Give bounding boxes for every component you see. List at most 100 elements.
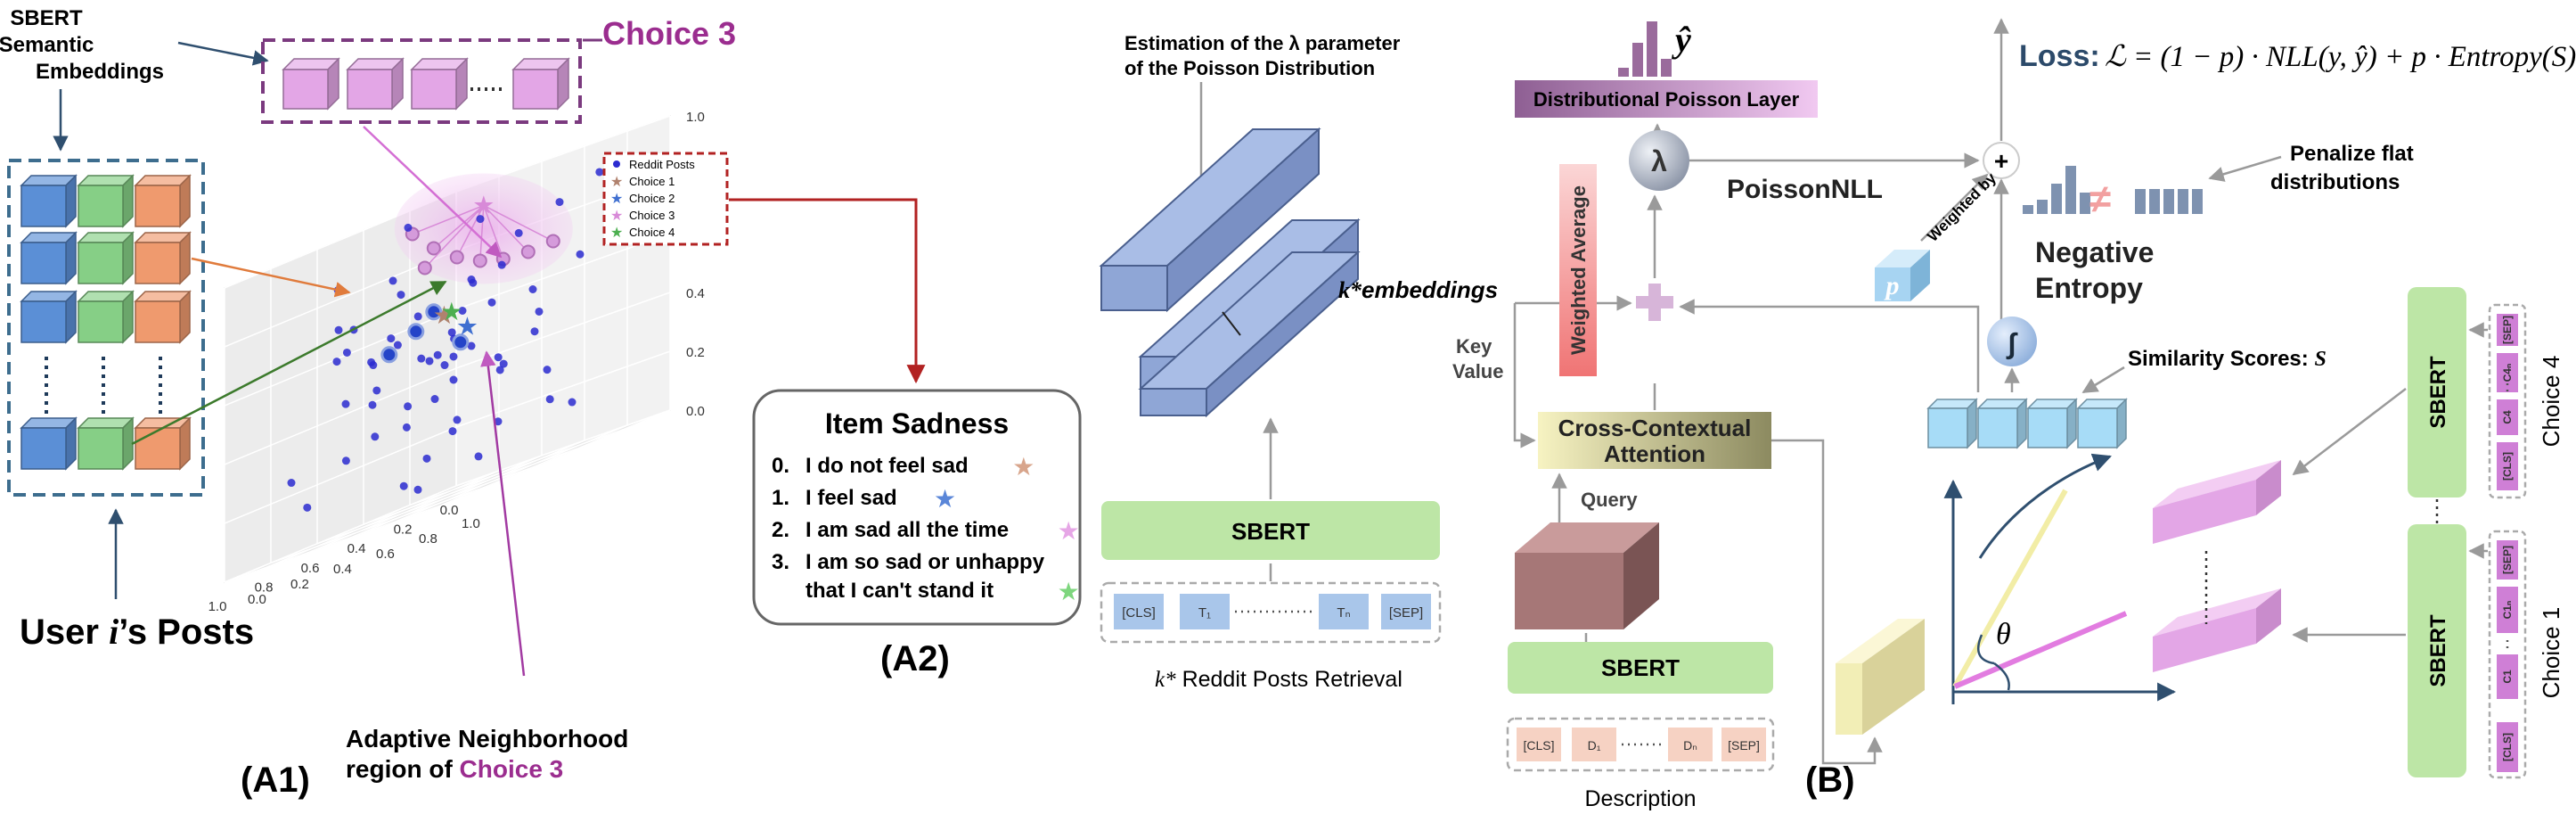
token-label: [CLS]	[2501, 452, 2514, 481]
item-number: 0.	[772, 454, 789, 478]
panel-a1-label: (A1)	[241, 761, 310, 800]
reddit-post-point	[287, 479, 296, 488]
token-label: D₁	[1588, 738, 1601, 752]
item-text: I am so sad or unhappy	[806, 550, 1045, 574]
reddit-post-point	[342, 348, 351, 357]
orange-embedding-arrow	[191, 257, 351, 298]
panel-b-label: (B)	[1805, 761, 1855, 800]
item-sadness-card	[752, 389, 1082, 626]
z-tick-label: 1.0	[686, 110, 705, 125]
attention-to-desc-vector	[1771, 439, 1883, 765]
neighborhood-label-line1: Adaptive Neighborhood	[346, 725, 628, 752]
reddit-post-point	[499, 359, 508, 368]
reddit-post-point	[568, 398, 577, 407]
y-tick-label: 0.0	[248, 592, 266, 607]
user-embedding-cube	[77, 231, 135, 285]
x-tick-label: 0.2	[394, 522, 413, 538]
token-box	[2497, 722, 2518, 772]
grid-line	[455, 233, 671, 310]
entropy-comparison-bars	[2023, 166, 2203, 214]
loss-label: Loss:	[2019, 39, 2100, 73]
reddit-post-point	[449, 352, 458, 361]
legend-choice2: Choice 2	[629, 192, 675, 205]
choice3-cube	[346, 57, 405, 111]
token-box	[1517, 728, 1561, 761]
grid-line	[395, 424, 628, 522]
reddit-post-point	[404, 402, 413, 411]
reddit-post-point	[372, 386, 381, 395]
reddit-post-point	[422, 454, 431, 463]
lambda-node	[1629, 130, 1689, 191]
neighbor-point	[472, 253, 487, 268]
grid-line	[438, 409, 671, 507]
angle-diagram	[1943, 453, 2177, 704]
peaked-bar	[2051, 184, 2062, 214]
similarity-cube	[2076, 398, 2128, 449]
item-sadness-list: 0.I do not feel sad★1.I feel sad★2.I am …	[772, 453, 1080, 605]
grid-line	[224, 506, 439, 583]
token-label: C1ₙ	[2501, 601, 2514, 620]
peaked-bar	[2065, 166, 2076, 214]
choice3-cube	[410, 57, 469, 111]
choice1-embedding-slab	[2153, 588, 2281, 672]
token-label: [SEP]	[1728, 738, 1760, 752]
weighted-average-label: Weighted Average	[1567, 185, 1590, 355]
user-embedding-cube	[134, 231, 192, 285]
peaked-bar	[2023, 205, 2033, 214]
k-post-embedding-slabs	[1099, 127, 1361, 418]
neighborhood-spoke	[412, 204, 485, 235]
slab-connector	[1222, 311, 1241, 336]
neighborhood-spoke	[424, 204, 485, 268]
poisson-nll-label: PoissonNLL	[1727, 175, 1883, 204]
reddit-post-point	[474, 452, 483, 461]
neighbor-point	[449, 250, 464, 265]
x-tick-label: 0.0	[440, 503, 459, 518]
reddit-post-point	[448, 427, 457, 436]
reddit-post-point	[487, 298, 496, 307]
weighted-sum-plus	[1636, 284, 1673, 321]
peaked-bar	[2037, 200, 2048, 214]
user-embedding-cube	[20, 231, 78, 285]
scatter-legend: Reddit Posts ★ Choice 1 ★ Choice 2 ★ Cho…	[602, 152, 729, 246]
loss-plus-node	[1983, 142, 2020, 179]
token-label: Dₙ	[1683, 738, 1697, 752]
reddit-post-point	[404, 223, 413, 232]
token-label: [CLS]	[2501, 733, 2514, 761]
green-embedding-arrow	[131, 280, 447, 446]
flat-bar	[2163, 189, 2174, 214]
reddit-post-point	[430, 395, 439, 404]
not-equal-sign: ≠	[2089, 177, 2111, 221]
x-tick-label: 0.6	[301, 561, 320, 576]
posts-sbert-label: SBERT	[1231, 518, 1310, 545]
similarity-to-plus-line	[1679, 299, 1980, 392]
choice4-label: Choice 4	[2538, 356, 2564, 448]
user-embedding-cube	[134, 416, 192, 471]
value-label: Value	[1452, 360, 1503, 382]
reddit-post-point	[368, 400, 377, 409]
reddit-post-point	[402, 423, 411, 432]
user-embedding-cube	[20, 290, 78, 344]
neighborhood-spoke	[456, 205, 485, 258]
neighborhood-spoke	[433, 204, 485, 250]
p-symbol: p	[1884, 271, 1900, 300]
posts-sbert-block	[1101, 501, 1440, 560]
desc-sbert-block	[1508, 642, 1773, 694]
panel-a2-label: (A2)	[880, 639, 950, 678]
legend-choice1-star: ★	[610, 175, 623, 190]
reddit-post-point	[413, 312, 422, 321]
reddit-post-point	[494, 353, 503, 362]
neighborhood-arrow	[480, 350, 526, 677]
item-number: 2.	[772, 518, 789, 542]
near-post-point	[380, 346, 398, 364]
reddit-post-point	[453, 415, 462, 424]
near-post-point	[425, 303, 443, 321]
token-label: [SEP]	[2501, 316, 2514, 344]
desc-caption: Description	[1584, 786, 1696, 811]
distributional-poisson-label: Distributional Poisson Layer	[1533, 88, 1800, 111]
choice3-embedding-box	[261, 38, 582, 124]
item-star: ★	[1058, 578, 1080, 605]
x-tick-label: 0.8	[255, 580, 274, 595]
user-embedding-cube	[77, 174, 135, 228]
poisson-output-bars	[1618, 21, 1672, 77]
cross-contextual-attention	[1538, 412, 1771, 469]
